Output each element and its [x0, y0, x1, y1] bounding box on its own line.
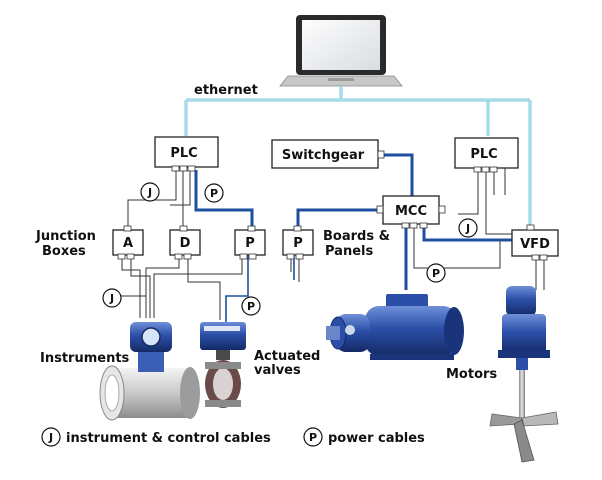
ethernet-label: ethernet: [194, 83, 258, 98]
legend: J instrument & control cables P power ca…: [41, 427, 425, 447]
flowmeter-icon: [99, 322, 200, 421]
marker-p-valves: P: [241, 296, 261, 316]
marker-p-motor: P: [426, 263, 446, 283]
marker-j-plc-right: J: [458, 218, 478, 238]
pump-motor-icon: [326, 294, 464, 360]
vfd-box[interactable]: VFD: [511, 224, 559, 261]
junction-box-d[interactable]: D: [169, 225, 201, 260]
junction-box-p-label: P: [245, 236, 255, 251]
switchgear-box[interactable]: Switchgear: [271, 139, 385, 169]
valve-actuator-icon: [200, 322, 246, 408]
motors-label: Motors: [446, 367, 497, 382]
junction-boxes-label-1: Junction: [35, 229, 96, 244]
mcc-box[interactable]: MCC: [376, 195, 446, 229]
vfd-label: VFD: [520, 237, 550, 252]
instruments-label: Instruments: [40, 351, 130, 366]
legend-j-text: instrument & control cables: [66, 431, 271, 446]
marker-p-plc: P: [204, 183, 224, 203]
laptop-icon: [279, 15, 403, 87]
plc-left-box[interactable]: PLC: [154, 136, 219, 172]
plc-left-label: PLC: [170, 146, 197, 161]
actuated-valves-label-2: valves: [254, 363, 301, 378]
legend-j: J instrument & control cables: [41, 427, 271, 447]
control-wiring: [112, 160, 545, 320]
junction-box-a-label: A: [123, 236, 133, 251]
plc-right-box[interactable]: PLC: [454, 137, 519, 173]
svg-text:J: J: [465, 222, 470, 235]
boards-panels-label-1: Boards &: [323, 229, 390, 244]
plc-right-label: PLC: [470, 147, 497, 162]
svg-text:P: P: [247, 300, 255, 313]
svg-text:J: J: [147, 186, 152, 199]
marker-j-instruments: J: [102, 288, 122, 308]
switchgear-label: Switchgear: [282, 148, 365, 163]
legend-p: P power cables: [303, 427, 425, 447]
agitator-icon: [489, 286, 559, 463]
junction-box-a[interactable]: A: [112, 225, 144, 260]
svg-text:P: P: [432, 267, 440, 280]
legend-p-text: power cables: [328, 431, 425, 446]
marker-j-plc: J: [140, 182, 160, 202]
junction-boxes-label-2: Boxes: [42, 244, 86, 259]
svg-text:J: J: [48, 431, 53, 444]
power-cables: [194, 153, 512, 322]
mcc-label: MCC: [395, 204, 427, 219]
svg-text:J: J: [109, 292, 114, 305]
junction-box-d-label: D: [180, 236, 191, 251]
svg-text:P: P: [210, 187, 218, 200]
panel-p-box[interactable]: P: [282, 225, 314, 260]
boards-panels-label-2: Panels: [325, 244, 373, 259]
ethernet-network: [184, 86, 532, 230]
svg-text:P: P: [309, 431, 317, 444]
actuated-valves-label-1: Actuated: [254, 349, 320, 364]
junction-box-p[interactable]: P: [234, 225, 266, 260]
panel-p-label: P: [293, 236, 303, 251]
